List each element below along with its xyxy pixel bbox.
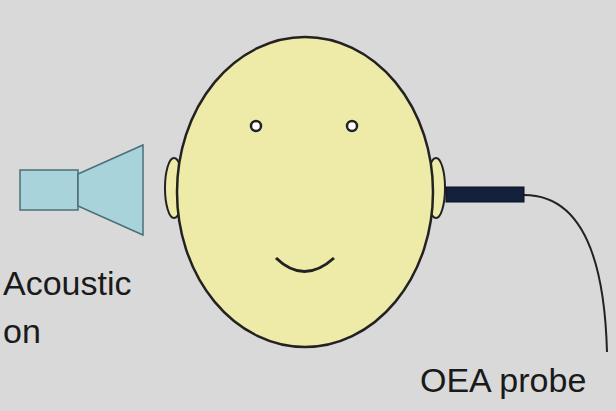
eye — [347, 121, 357, 131]
probe-cable — [524, 195, 607, 352]
oea-probe — [446, 187, 524, 202]
text-label: Acoustic — [3, 265, 132, 302]
face — [177, 37, 433, 347]
text-label: on — [3, 313, 41, 350]
eye — [251, 121, 261, 131]
text-label: OEA probe — [420, 362, 586, 399]
smile — [276, 258, 334, 272]
speaker-cone — [78, 145, 143, 235]
speaker-box — [20, 170, 78, 210]
